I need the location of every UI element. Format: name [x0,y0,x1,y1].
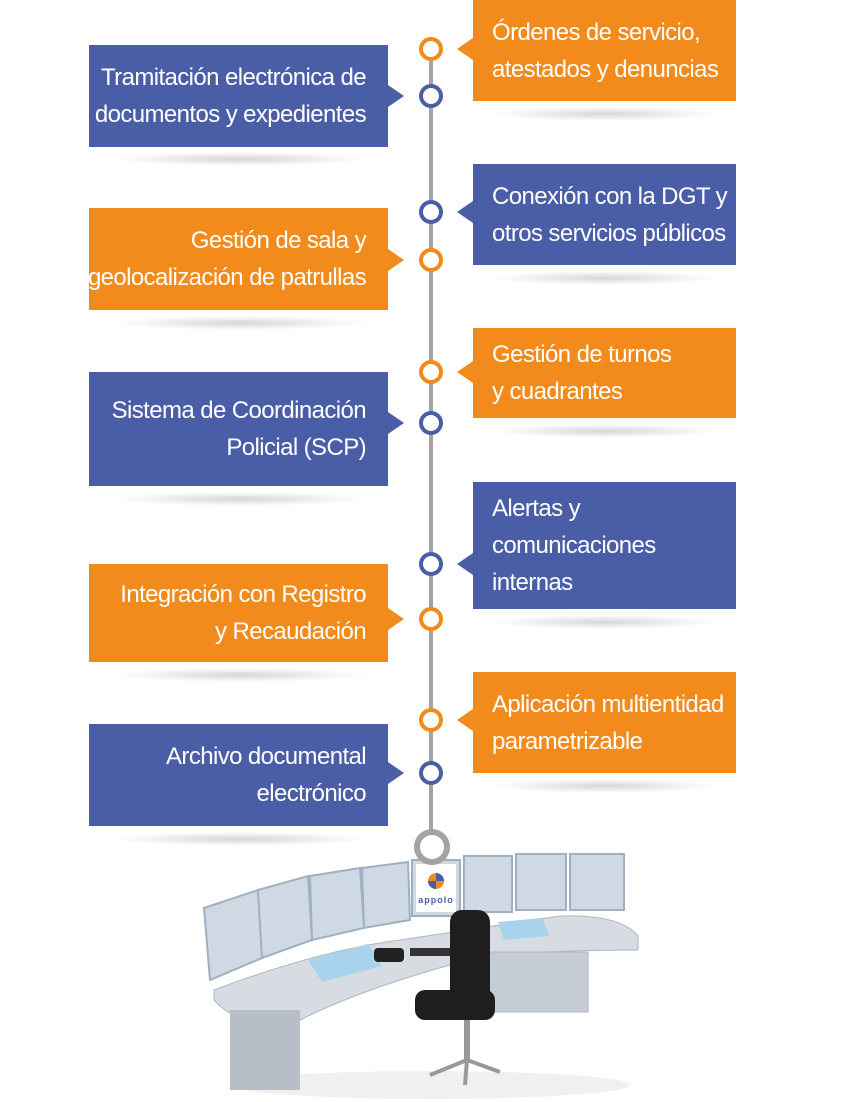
timeline-dot-blue [419,552,443,576]
feature-box-gestion-sala: Gestión de sala y geolocalización de pat… [87,208,388,310]
pointer-arrow [388,762,404,784]
feature-text: Policial (SCP) [226,434,366,461]
feature-text: atestados y denuncias [492,55,719,83]
feature-text: otros servicios públicos [492,219,726,247]
box-shadow [490,424,720,438]
box-shadow [110,668,370,682]
feature-text: Gestión de sala y [190,227,367,254]
feature-text: electrónico [256,780,367,807]
pointer-arrow [388,249,404,271]
timeline-dot-orange [419,607,443,631]
feature-text: y cuadrantes [492,378,623,405]
feature-box-tramitacion: Tramitación electrónica de documentos y … [89,45,388,147]
pointer-arrow [457,201,473,223]
timeline-dot-blue [419,411,443,435]
timeline-dot-blue [419,761,443,785]
feature-text: documentos y expedientes [94,101,367,128]
feature-box-ordenes: Órdenes de servicio, atestados y denunci… [473,0,736,101]
box-shadow [110,316,370,330]
box-shadow [490,107,720,121]
feature-box-archivo: Archivo documental electrónico [89,724,388,826]
feature-text: Integración con Registro [120,581,366,608]
office-chair [415,910,501,1086]
feature-box-turnos: Gestión de turnos y cuadrantes [473,328,736,418]
box-shadow [110,492,370,506]
feature-text: parametrizable [492,727,643,755]
box-shadow [490,271,720,285]
feature-text: Órdenes de servicio, [492,18,701,46]
feature-box-integracion: Integración con Registro y Recaudación [89,564,388,662]
pointer-arrow [457,38,473,60]
feature-text: Conexión con la DGT y [492,182,728,210]
timeline-end-dot [414,829,450,865]
timeline-dot-orange [419,708,443,732]
box-shadow [490,615,720,629]
feature-box-multientidad: Aplicación multientidad parametrizable [473,672,736,773]
feature-text: Alertas y [492,495,581,522]
feature-box-scp: Sistema de Coordinación Policial (SCP) [89,372,388,486]
pointer-arrow [388,608,404,630]
pointer-arrow [457,361,473,383]
box-shadow [490,779,720,793]
feature-text: internas [492,569,573,596]
timeline-dot-orange [419,248,443,272]
timeline-dot-orange [419,360,443,384]
monitors [202,853,625,982]
pointer-arrow [388,412,404,434]
feature-text: Tramitación electrónica de [101,64,367,91]
box-shadow [110,832,370,846]
timeline-line [429,50,433,830]
box-shadow [110,152,370,166]
timeline-dot-blue [419,200,443,224]
control-room-illustration: appolo [202,853,639,1099]
feature-text: Gestión de turnos [492,341,672,368]
pointer-arrow [388,85,404,107]
svg-text:appolo: appolo [418,895,454,905]
feature-text: Aplicación multientidad [492,690,724,718]
timeline-dot-blue [419,84,443,108]
pointer-arrow [457,553,473,575]
feature-text: comunicaciones [492,532,656,559]
pointer-arrow [457,709,473,731]
feature-text: Archivo documental [166,743,367,770]
feature-box-dgt: Conexión con la DGT y otros servicios pú… [473,164,736,265]
feature-text: y Recaudación [215,618,367,645]
feature-text: Sistema de Coordinación [111,397,367,424]
timeline-dot-orange [419,37,443,61]
feature-text: geolocalización de patrullas [87,264,367,291]
feature-box-alertas: Alertas y comunicaciones internas [473,482,736,609]
